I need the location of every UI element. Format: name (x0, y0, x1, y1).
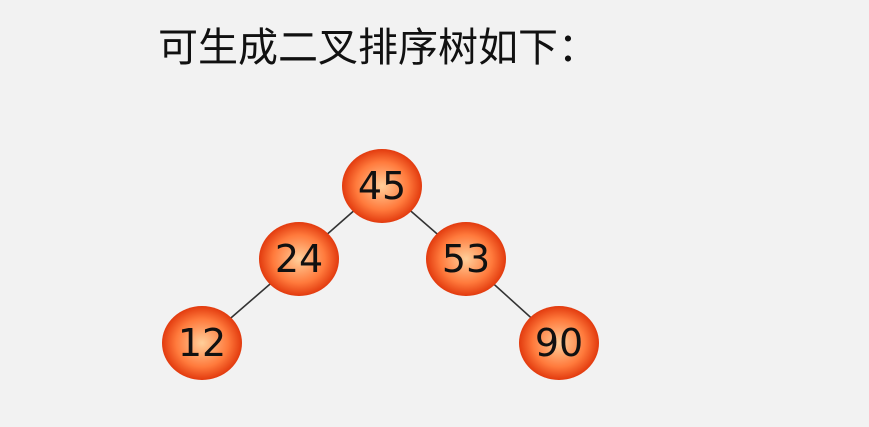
tree-node-24: 24 (259, 222, 339, 296)
tree-node-circle (162, 306, 242, 380)
tree-node-circle (519, 306, 599, 380)
tree-node-circle (426, 222, 506, 296)
tree-node-label: 90 (535, 321, 583, 365)
tree-node-circle (342, 149, 422, 223)
diagram-heading: 可生成二叉排序树如下： (158, 25, 598, 71)
tree-node-label: 24 (275, 237, 323, 281)
tree-node-45: 45 (342, 149, 422, 223)
tree-node-53: 53 (426, 222, 506, 296)
tree-node-12: 12 (162, 306, 242, 380)
tree-node-label: 12 (178, 321, 226, 365)
tree-node-label: 45 (358, 164, 406, 208)
tree-node-label: 53 (442, 237, 490, 281)
tree-node-circle (259, 222, 339, 296)
tree-node-90: 90 (519, 306, 599, 380)
